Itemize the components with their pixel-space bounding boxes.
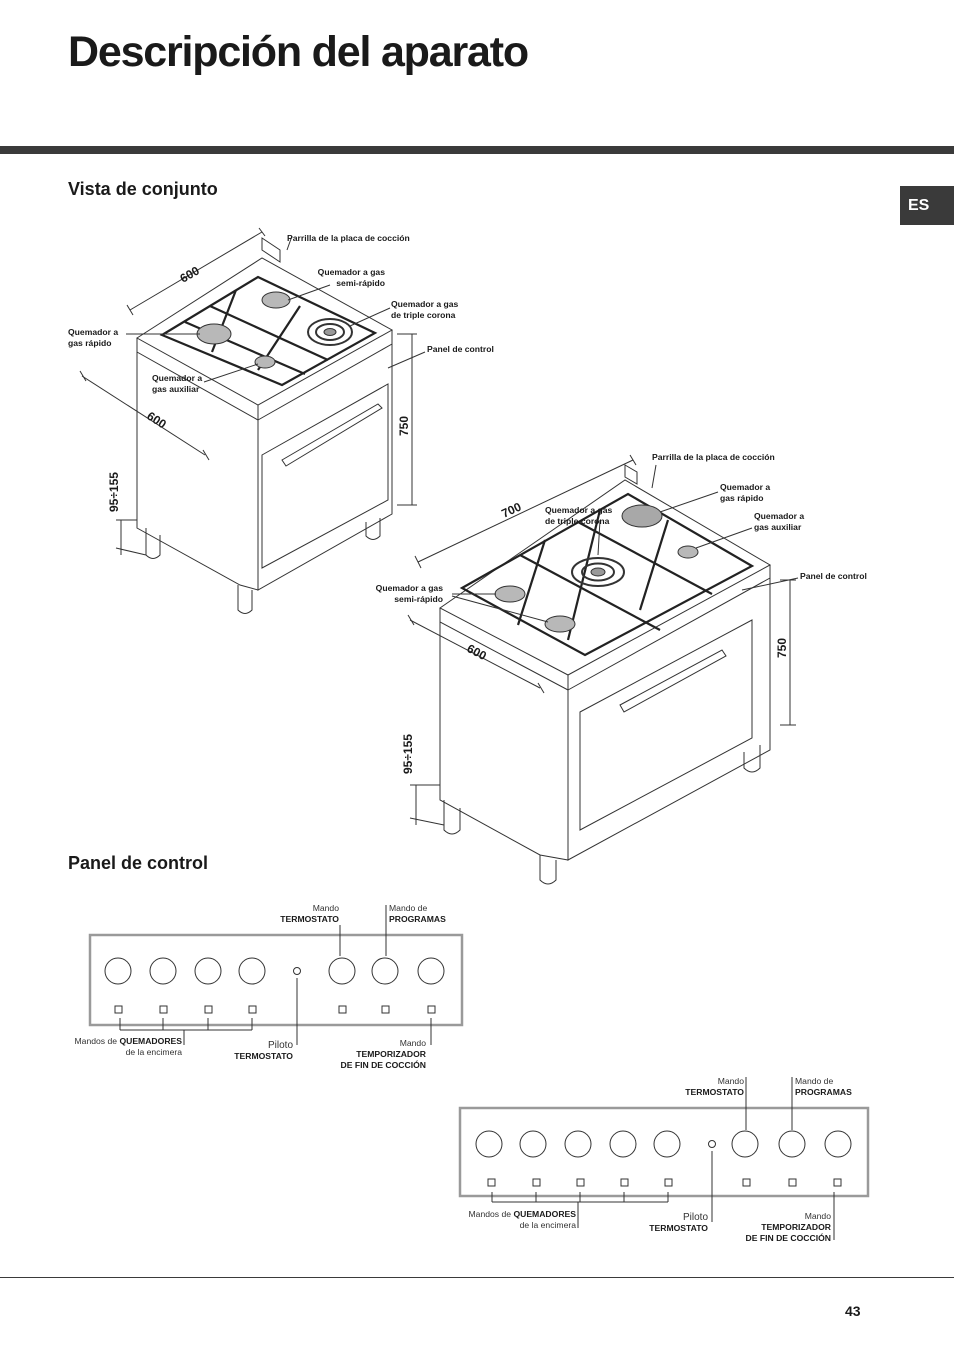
section-heading-control-panel: Panel de control [68, 853, 209, 873]
section-heading-overview: Vista de conjunto [68, 179, 218, 199]
cooker-small-illustration: 600 600 750 95÷155 [79, 227, 426, 614]
footer-rule [0, 1277, 954, 1278]
dimension-width-large: 700 [499, 499, 523, 520]
label-grid-small: Parrilla de la placa de cocción [287, 233, 410, 243]
language-tab: ES [900, 186, 954, 225]
dimension-legs-small: 95÷155 [107, 472, 121, 512]
label-control-panel-small: Panel de control [427, 344, 494, 354]
dimension-width-small: 600 [144, 409, 169, 432]
label-control-panel-large: Panel de control [800, 571, 867, 581]
control-panel-a-illustration [88, 905, 464, 1045]
dimension-depth-small: 600 [178, 263, 203, 285]
page-title: Descripción del aparato [68, 28, 529, 76]
dimension-legs-large: 95÷155 [401, 734, 415, 774]
dimension-height-large: 750 [775, 638, 789, 658]
label-hob-burner-knobs-b: Mandos de QUEMADORES de la encimera [468, 1209, 576, 1230]
control-panel-b-illustration [458, 1077, 870, 1240]
dimension-height-small: 750 [397, 416, 411, 436]
cooker-large-illustration: 700 600 750 95÷155 [401, 454, 799, 885]
label-hob-burner-knobs-a: Mandos de QUEMADORES de la encimera [74, 1036, 182, 1057]
header-rule [0, 146, 954, 154]
page-number: 43 [845, 1303, 861, 1319]
label-grid-large: Parrilla de la placa de cocción [652, 452, 775, 462]
